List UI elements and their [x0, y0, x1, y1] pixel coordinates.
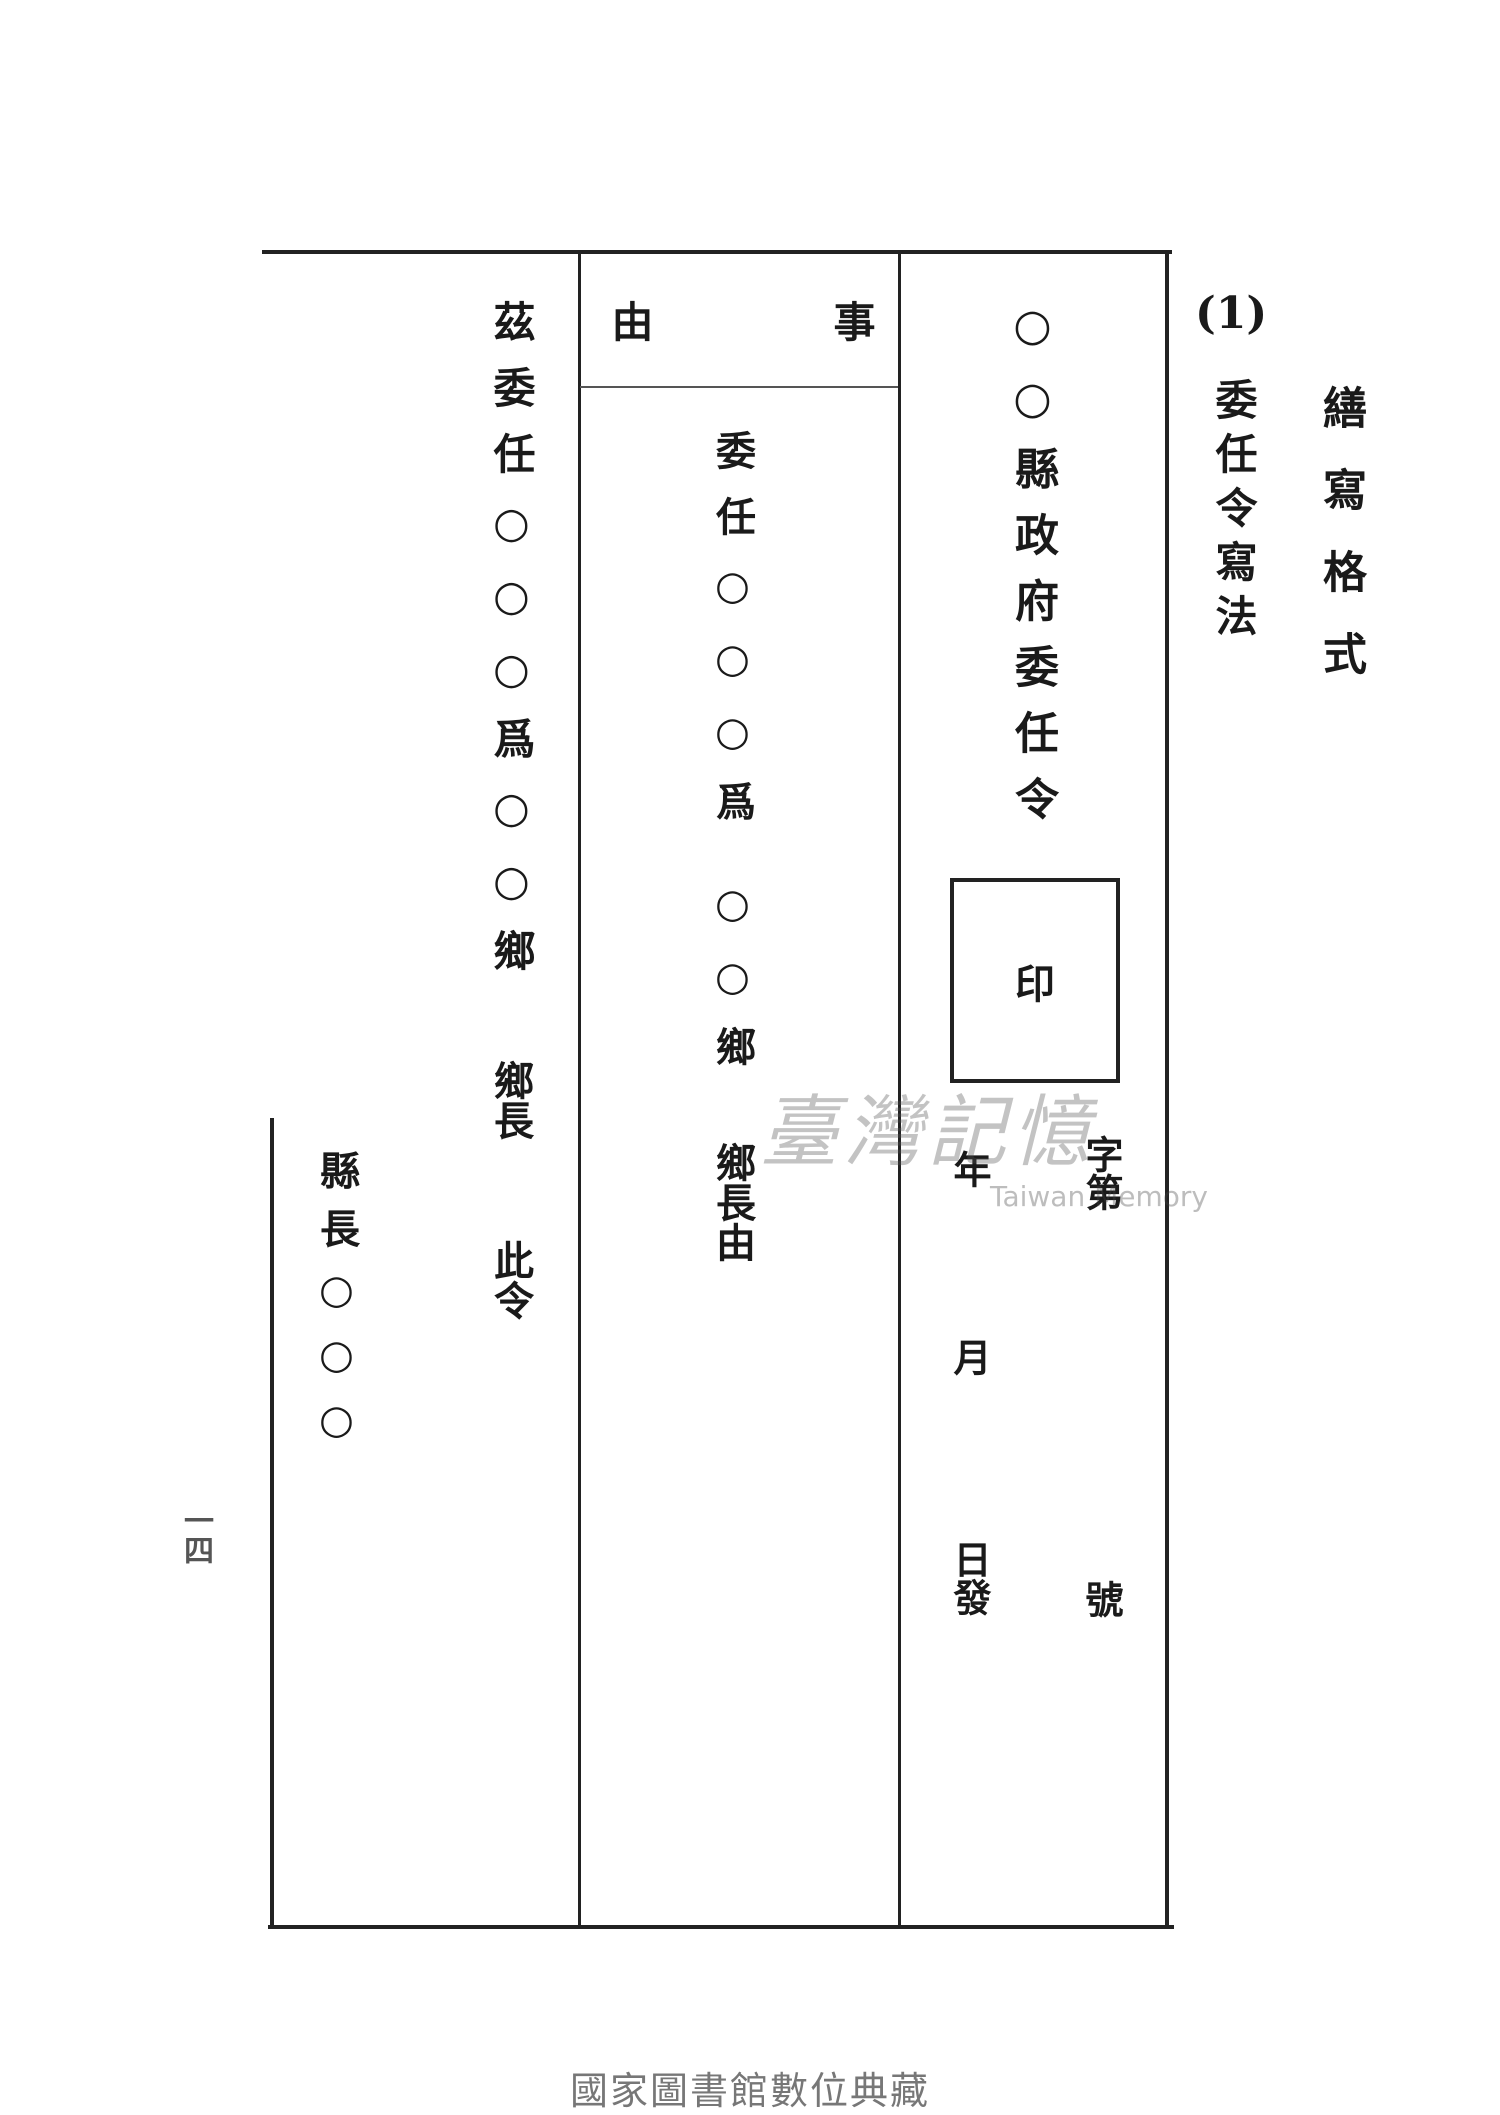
form-border-bottom: [268, 1925, 1174, 1929]
form-border-right: [1165, 250, 1169, 1928]
watermark-english: Taiwan Memory: [990, 1180, 1208, 1213]
page-number: 一四: [178, 1505, 213, 1565]
form-border-left: [270, 1118, 274, 1928]
document-number-label: 字第: [1079, 1135, 1124, 1211]
section-heading: 繕寫格式: [1315, 385, 1366, 713]
date-day-label: 日發: [947, 1540, 992, 1616]
subject-text: 委任○○○爲: [709, 430, 756, 847]
column-divider: [578, 250, 581, 1926]
subject-text: 鄉長由: [709, 1142, 756, 1262]
date-year-label: 年: [947, 1150, 992, 1188]
watermark: 臺灣記憶 Taiwan Memory: [760, 1070, 1220, 1220]
body-text: 茲委任○○○爲○○鄉: [487, 300, 536, 995]
subject-text: ○○鄉: [709, 880, 756, 1092]
body-text: 鄉長: [487, 1060, 534, 1140]
subject-header: 事: [827, 300, 876, 342]
item-title: 委任令寫法: [1209, 378, 1258, 648]
body-closing: 此令: [487, 1240, 534, 1320]
column-divider: [898, 250, 901, 1926]
watermark-chinese: 臺灣記憶: [760, 1088, 1097, 1178]
seal-label: 印: [1015, 960, 1055, 1008]
item-number: (1): [1195, 288, 1268, 339]
document-number-suffix: 號: [1079, 1580, 1124, 1618]
date-month-label: 月: [947, 1338, 992, 1376]
form-border-top: [262, 250, 1172, 254]
form-title: ○○縣政府委任令: [1007, 300, 1058, 842]
subject-header-rule: [580, 386, 898, 388]
subject-header: 由: [605, 300, 654, 342]
footer-credit: 國家圖書館數位典藏: [569, 2069, 930, 2113]
seal-box: 印: [950, 878, 1120, 1083]
signature-line: 縣長○○○: [313, 1150, 360, 1461]
